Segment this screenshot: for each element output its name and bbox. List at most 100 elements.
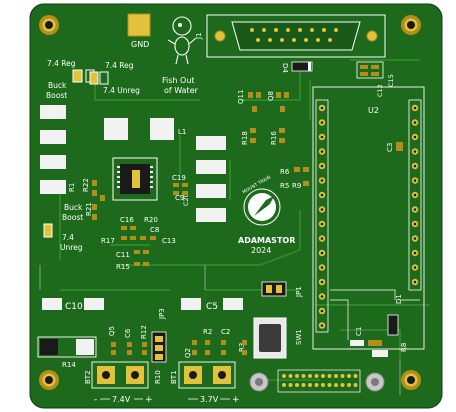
label-minus-1: - (94, 395, 97, 405)
header-pin-hole (320, 222, 324, 226)
label-r2: R2 (203, 328, 212, 336)
label-r21: R21 (85, 202, 93, 216)
header-pin-hole (413, 208, 417, 211)
label-3-7v: 3.7V (200, 395, 219, 404)
header-pin (334, 383, 338, 387)
header-pin-hole (413, 135, 417, 139)
header-pin (295, 374, 299, 378)
header-pin-hole (320, 324, 324, 327)
header-pin (353, 383, 358, 387)
header-pin-hole (320, 295, 324, 298)
led-reg-left (72, 69, 83, 83)
label-r6: R6 (280, 168, 290, 176)
led-reg-right-2 (99, 71, 109, 85)
label-l1: L1 (178, 128, 186, 136)
ic-outline (112, 157, 158, 201)
u2-header-right-pins (411, 104, 419, 286)
label-7-4-reg-right: 7.4 Reg (105, 61, 134, 70)
header-pin (295, 383, 299, 387)
label-jp3: JP3 (158, 308, 166, 320)
mascot-caption-line1: Fish Out (162, 76, 195, 85)
jp3-pin-a (155, 336, 163, 342)
bottom-header-pins (282, 374, 358, 387)
gnd-test-pad[interactable] (127, 13, 151, 37)
diode-d4 (291, 61, 313, 72)
label-r12: R12 (140, 325, 148, 339)
header-pin-hole (320, 179, 324, 182)
label-r8: R8 (400, 343, 408, 352)
label-jp1: JP1 (295, 286, 303, 298)
switch-sw1-button[interactable] (259, 324, 281, 352)
resistor-r14-outline (37, 336, 97, 358)
pad-top-b (150, 118, 174, 140)
header-pin-hole (320, 208, 324, 211)
jp1-pin-b (276, 285, 282, 293)
label-unreg-bot-2: Unreg (60, 243, 83, 252)
jp3-pin-b (155, 345, 163, 351)
header-pin-hole (413, 106, 417, 110)
copper-traces (59, 59, 430, 381)
label-d1: D1 (395, 294, 403, 304)
label-c3: C3 (386, 143, 394, 152)
ic-thermal-pad (132, 170, 140, 188)
label-c2: C2 (221, 328, 230, 336)
header-pin (308, 374, 312, 378)
label-c19: C19 (172, 174, 186, 182)
mounting-hole-icon (39, 15, 421, 390)
label-plus-2: + (232, 395, 240, 405)
board-substrate (29, 3, 443, 409)
header-pin (340, 374, 345, 378)
battery-bt2-connector[interactable] (91, 361, 149, 389)
u2-header-left-pins (318, 104, 326, 329)
label-r3: R3 (238, 343, 246, 352)
resistors-r6-r5-r9 (294, 167, 309, 186)
header-pin-hole (320, 280, 324, 284)
battery-bt1-pads (184, 366, 231, 384)
pad-top-a (104, 118, 128, 140)
header-pin-hole (320, 106, 324, 110)
header-pin-hole (413, 280, 417, 284)
header-pin-hole (320, 193, 324, 197)
label-r15: R15 (116, 263, 130, 271)
header-pin-hole (413, 150, 417, 153)
header-pin (353, 374, 358, 378)
header-pin (327, 383, 332, 387)
diode-d1 (387, 314, 399, 336)
jumper-jp1[interactable] (261, 281, 287, 297)
small-smd-below-ic (121, 226, 156, 266)
small-smd-left (92, 180, 105, 220)
header-pin-hole (413, 222, 417, 226)
jp3-pin-c (155, 354, 163, 360)
label-bt2: BT2 (84, 370, 92, 384)
header-pin (327, 374, 332, 378)
battery-bt1-connector[interactable] (178, 361, 236, 389)
header-pin (314, 374, 319, 378)
cap-c12-c15 (360, 65, 379, 76)
ic-pins (117, 166, 153, 188)
pad-c5-right (223, 298, 243, 310)
mascot-caption-line2: of Water (164, 86, 199, 95)
label-c6: C6 (124, 328, 132, 338)
header-pin (301, 383, 306, 387)
transistor-q11-q8 (248, 92, 289, 112)
smd-q5-c6-r12 (111, 342, 147, 355)
j1-connector-shell[interactable] (231, 21, 361, 51)
label-r17: R17 (101, 237, 115, 245)
header-pin (308, 383, 312, 387)
resistor-r14-pad-right (76, 339, 94, 355)
label-c15: C15 (387, 74, 395, 87)
header-pin (340, 383, 345, 387)
cap-c3 (396, 142, 403, 151)
header-pin-hole (413, 251, 417, 255)
header-pin (282, 383, 286, 387)
j1-label: J1 (195, 32, 203, 40)
header-pin-hole (413, 193, 417, 197)
header-pin (347, 374, 351, 378)
header-pin-hole (320, 251, 324, 255)
header-pin-hole (320, 309, 324, 313)
rocket-emblem-icon (243, 188, 281, 226)
j1-pins (250, 28, 338, 42)
label-r18: R18 (241, 131, 249, 145)
pad-c5-left (181, 298, 201, 310)
